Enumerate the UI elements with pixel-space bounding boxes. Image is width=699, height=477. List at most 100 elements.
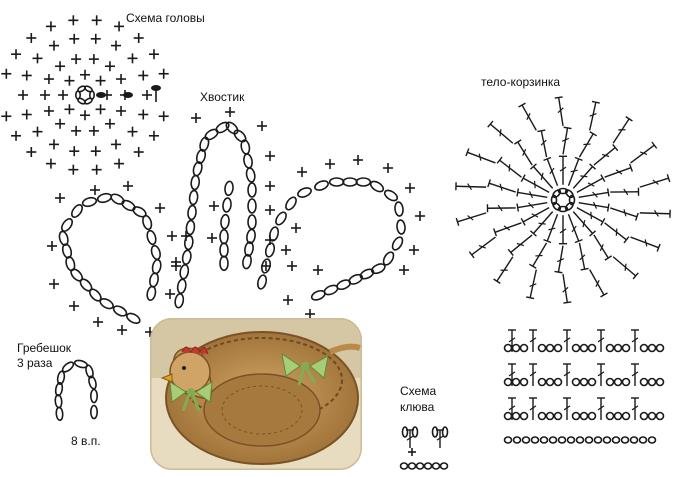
single-crochet-cross-icon [283, 295, 293, 305]
chain-stitch-oval-icon [112, 305, 128, 317]
chain-stitch-oval-icon [545, 411, 555, 421]
chain-stitch-oval-icon [220, 213, 230, 230]
double-crochet-icon [612, 116, 633, 144]
double-crochet-icon [465, 148, 496, 164]
chick-beak [160, 373, 173, 383]
crocheted-chicken-basket-photo [150, 318, 362, 470]
chain-stitch-oval-icon [639, 411, 649, 421]
chain-stitch-oval-icon [84, 85, 93, 93]
chain-stitch-oval-icon [639, 377, 649, 387]
double-crochet-icon [563, 363, 571, 386]
chain-stitch-oval-icon [503, 411, 513, 421]
chain-stitch-oval-icon [247, 214, 257, 230]
chain-stitch-oval-icon [187, 204, 197, 221]
double-crochet-icon [597, 363, 605, 386]
double-crochet-icon [563, 329, 571, 352]
single-crochet-cross-icon [104, 61, 115, 72]
chain-stitch-oval-icon [260, 258, 272, 274]
single-crochet-cross-icon [265, 181, 275, 191]
chain-stitch-oval-icon [602, 436, 612, 444]
chain-stitch-oval-icon [369, 180, 385, 193]
chain-stitch-oval-icon [222, 197, 232, 213]
chain-stitch-oval-icon [553, 343, 563, 353]
single-crochet-cross-icon [93, 317, 103, 327]
double-crochet-icon [436, 429, 444, 448]
chain-stitch-oval-icon [557, 205, 569, 213]
chain-stitch-oval-icon [96, 192, 113, 204]
chain-stitch-oval-icon [605, 343, 615, 353]
chain-stitch-oval-icon [245, 167, 256, 183]
single-crochet-cross-icon [116, 74, 127, 85]
chain-stitch-oval-icon [174, 293, 185, 309]
single-crochet-cross-icon [191, 113, 201, 123]
single-crochet-cross-icon [305, 309, 315, 319]
single-crochet-cross-icon [64, 104, 75, 115]
chain-stitch-oval-icon [537, 377, 547, 387]
chain-stitch-oval-icon [579, 411, 589, 421]
chain-stitch-oval-icon [638, 436, 648, 444]
double-crochet-icon [520, 206, 550, 226]
double-crochet-icon [630, 141, 658, 164]
chain-stitch-oval-icon [99, 298, 114, 310]
single-crochet-cross-icon [291, 223, 301, 233]
chain-stitch-oval-icon [575, 436, 585, 444]
double-crochet-icon [529, 363, 537, 386]
chain-stitch-oval-icon [396, 219, 406, 235]
double-crochet-icon [406, 429, 414, 448]
double-crochet-icon [631, 363, 639, 386]
single-crochet-cross-icon [91, 15, 102, 26]
double-crochet-icon [507, 234, 533, 256]
chain-stitch-oval-icon [579, 377, 589, 387]
double-crochet-icon [630, 236, 661, 252]
single-crochet-cross-icon [265, 151, 275, 161]
chain-stitch-oval-icon [54, 382, 64, 397]
single-crochet-cross-icon [158, 68, 169, 79]
chain-stitch-oval-icon [621, 411, 631, 421]
chain-stitch-oval-icon [613, 377, 623, 387]
comb-repeat-label: 3 раза [17, 356, 53, 370]
single-crochet-cross-icon [158, 111, 169, 122]
chain-stitch-oval-icon [85, 364, 94, 379]
single-crochet-cross-icon [91, 164, 102, 175]
head-scheme-diagram [1, 15, 169, 175]
single-crochet-cross-icon [138, 70, 149, 81]
single-crochet-cross-icon [55, 118, 66, 129]
chain-stitch-oval-icon [55, 406, 64, 422]
chain-stitch-oval-icon [545, 377, 555, 387]
chain-stitch-oval-icon [605, 377, 615, 387]
single-crochet-cross-icon [155, 203, 165, 213]
single-crochet-cross-icon [45, 21, 56, 32]
chain-stitch-oval-icon [70, 204, 84, 218]
tail-scheme-diagram [47, 107, 425, 337]
single-crochet-cross-icon [55, 61, 66, 72]
chain-stitch-oval-icon [537, 343, 547, 353]
chain-stitch-oval-icon [571, 343, 581, 353]
double-crochet-icon [513, 139, 533, 166]
single-crochet-cross-icon [26, 147, 37, 158]
single-crochet-cross-icon [68, 15, 79, 26]
double-crochet-icon [486, 204, 516, 213]
chain-stitch-oval-icon [110, 193, 125, 205]
single-crochet-cross-icon [257, 121, 267, 131]
chain-stitch-oval-icon [81, 196, 98, 208]
chain-stitch-oval-icon [60, 218, 74, 232]
single-crochet-cross-icon [133, 147, 144, 158]
chain-stitch-oval-icon [150, 244, 161, 261]
single-crochet-cross-icon [127, 53, 138, 64]
single-crochet-cross-icon [415, 211, 425, 221]
chain-stitch-oval-icon [605, 411, 615, 421]
chain-stitch-oval-icon [568, 194, 576, 206]
single-crochet-cross-icon [111, 139, 121, 150]
single-crochet-cross-icon [11, 130, 22, 141]
chain-stitch-oval-icon [126, 312, 141, 324]
single-crochet-cross-icon [399, 265, 409, 275]
double-crochet-icon [543, 214, 559, 244]
chain-stitch-oval-icon [61, 243, 73, 259]
chain-stitch-oval-icon [530, 436, 540, 444]
chain-stitch-oval-icon [512, 436, 522, 444]
chain-stitch-oval-icon [519, 343, 529, 353]
single-crochet-cross-icon [80, 110, 90, 121]
single-crochet-cross-icon [408, 448, 416, 456]
beak-scheme-title: Схема [400, 384, 437, 398]
